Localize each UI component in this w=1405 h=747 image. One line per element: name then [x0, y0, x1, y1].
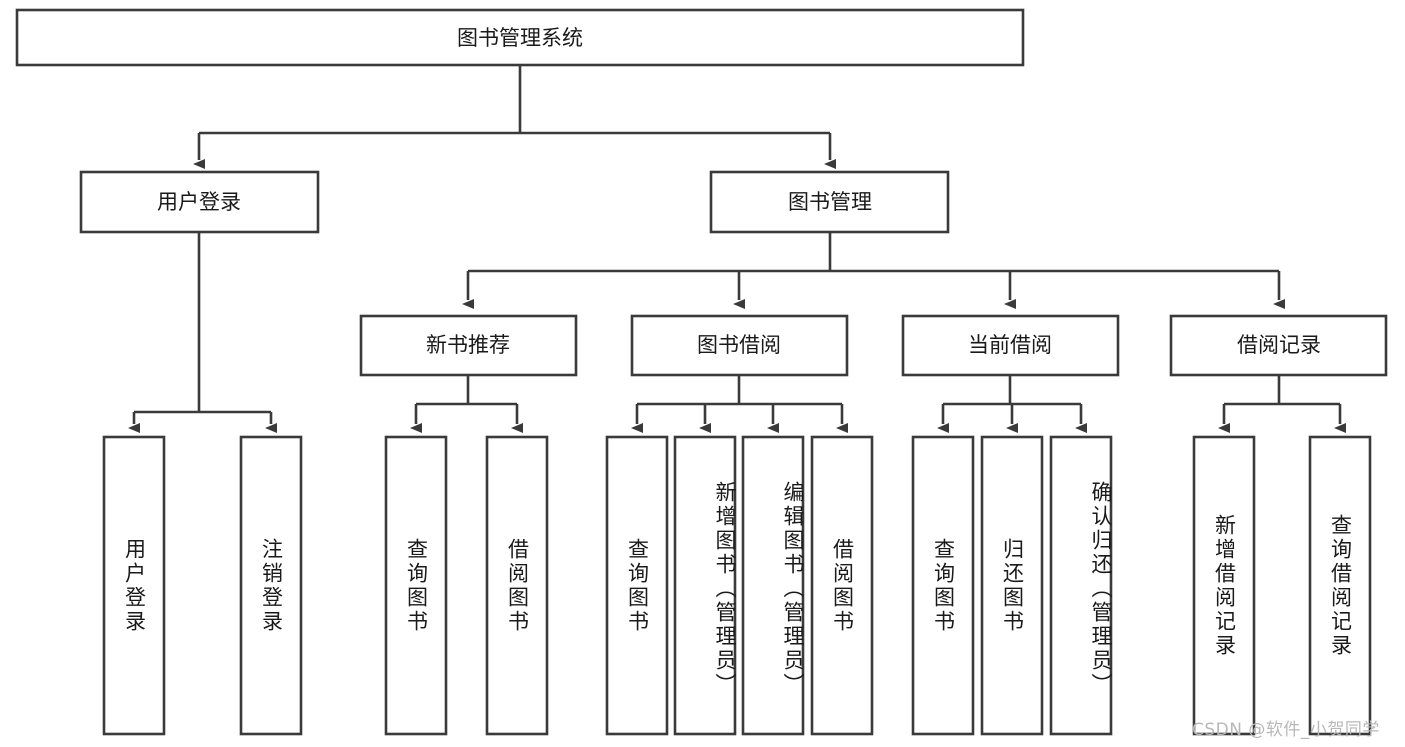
node-book-manage-box[interactable] [709, 170, 950, 234]
node-root-label: 图书管理系统 [457, 26, 583, 50]
node-user-login[interactable]: 用户登录 [79, 170, 320, 234]
node-user-login-box[interactable] [79, 170, 320, 234]
connector-group-root [193, 65, 836, 169]
node-leaf-query-book-2-box[interactable] [605, 435, 669, 736]
node-book-borrow[interactable]: 图书借阅 [630, 314, 849, 377]
node-leaf-logout-box[interactable] [239, 435, 303, 736]
leaf-boxes [102, 435, 1372, 736]
node-book-manage-label: 图书管理 [788, 190, 872, 214]
node-current-borrow-label: 当前借阅 [968, 333, 1052, 357]
node-leaf-confirm-return-box[interactable] [1049, 435, 1113, 736]
node-book-borrow-label: 图书借阅 [697, 333, 781, 357]
connector-group-user-login [128, 232, 277, 433]
node-current-borrow-box[interactable] [901, 314, 1120, 377]
connector-group-book-borrow [631, 375, 848, 433]
node-borrow-record[interactable]: 借阅记录 [1169, 314, 1388, 377]
csdn-watermark: CSDN @软件_小贺同学 [1192, 720, 1380, 740]
node-leaf-add-record-box[interactable] [1192, 435, 1256, 736]
node-leaf-borrow-book-1-box[interactable] [485, 435, 549, 736]
connector-group-new-book-recommend [410, 375, 523, 433]
node-new-book-recommend-label: 新书推荐 [426, 333, 510, 357]
node-leaf-return-book-box[interactable] [980, 435, 1044, 736]
node-book-borrow-box[interactable] [630, 314, 849, 377]
node-book-manage[interactable]: 图书管理 [709, 170, 950, 234]
node-leaf-borrow-book-2-box[interactable] [810, 435, 874, 736]
node-root-box[interactable] [15, 8, 1025, 67]
connector-group-book-manage [462, 232, 1285, 309]
node-leaf-query-record-box[interactable] [1308, 435, 1372, 736]
node-borrow-record-box[interactable] [1169, 314, 1388, 377]
node-new-book-recommend-box[interactable] [359, 314, 578, 377]
node-new-book-recommend[interactable]: 新书推荐 [359, 314, 578, 377]
node-leaf-edit-book-box[interactable] [741, 435, 805, 736]
connector-group-borrow-record [1218, 375, 1346, 433]
connector-group-current-borrow [937, 375, 1087, 433]
node-user-login-label: 用户登录 [157, 190, 241, 214]
node-borrow-record-label: 借阅记录 [1237, 333, 1321, 357]
node-leaf-query-book-1-box[interactable] [384, 435, 448, 736]
node-leaf-user-login-box[interactable] [102, 435, 166, 736]
node-root[interactable]: 图书管理系统 [15, 8, 1025, 67]
node-leaf-query-book-3-box[interactable] [911, 435, 975, 736]
node-leaf-add-book-box[interactable] [673, 435, 737, 736]
node-current-borrow[interactable]: 当前借阅 [901, 314, 1120, 377]
